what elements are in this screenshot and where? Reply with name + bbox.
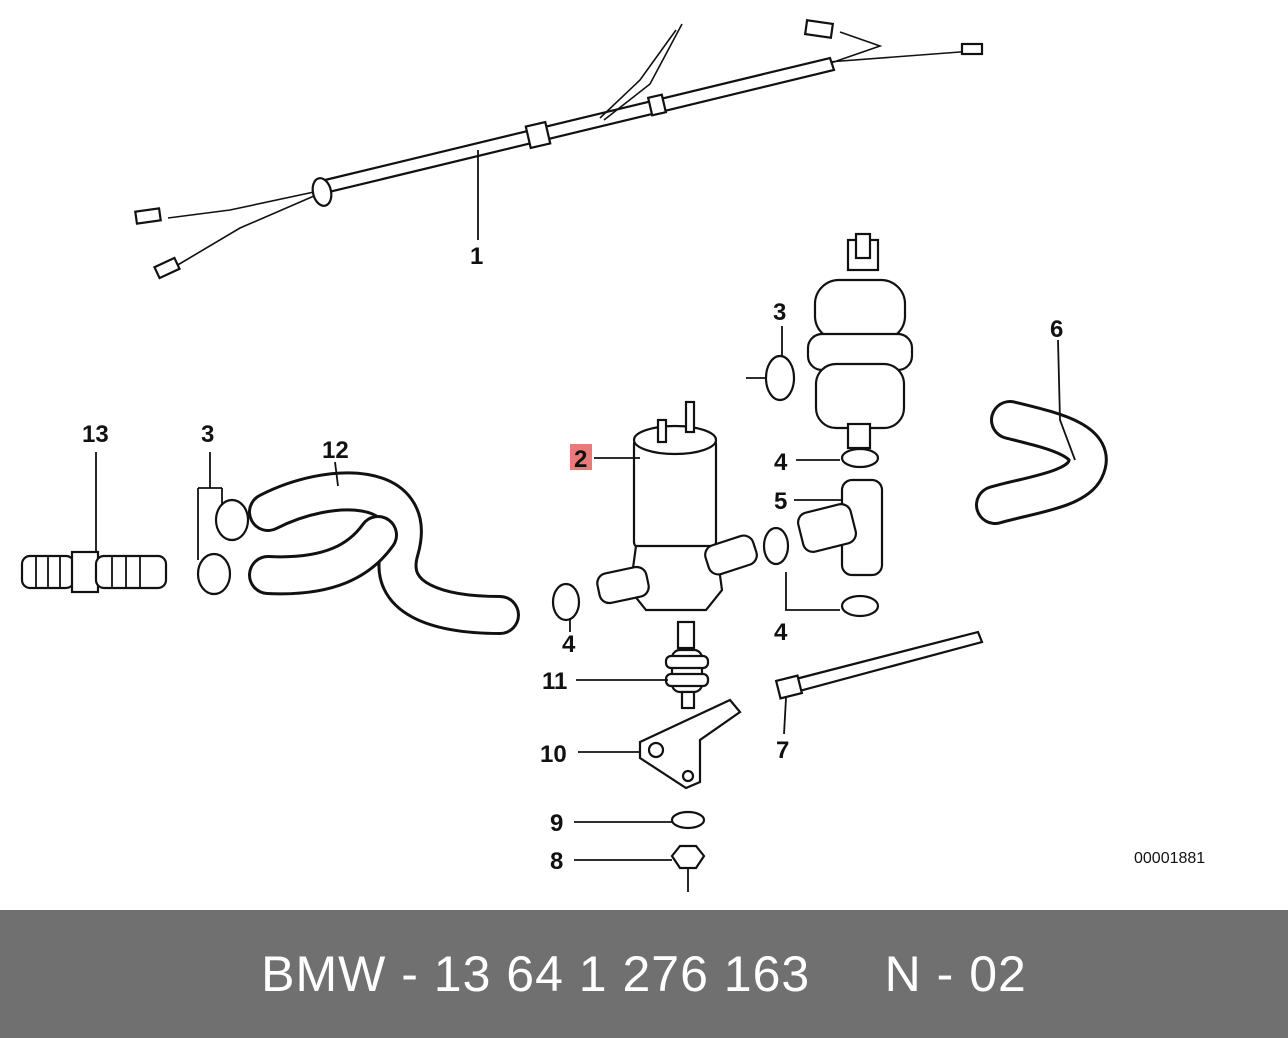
callout-4-bottom-right: 4 (774, 619, 788, 646)
callout-8: 8 (550, 848, 563, 875)
cable-tie (774, 630, 984, 735)
hose-fitting (20, 452, 168, 594)
callout-4-left: 4 (562, 631, 576, 658)
callout-5: 5 (774, 488, 787, 515)
callout-10: 10 (540, 741, 567, 768)
solenoid-valve (594, 400, 758, 650)
part-number-caption: BMW - 13 64 1 276 163 N - 02 (261, 946, 1027, 1002)
callout-3-right: 3 (773, 299, 786, 326)
tee-connector (551, 447, 884, 632)
callout-13: 13 (82, 421, 109, 448)
callout-2-highlight (570, 444, 592, 470)
callout-1: 1 (470, 243, 483, 270)
parts-diagram: 1 2 3 3 4 4 4 5 6 7 8 9 10 11 12 13 0000… (20, 19, 1205, 892)
callout-4-top: 4 (774, 449, 788, 476)
callout-11: 11 (542, 668, 567, 695)
callout-12: 12 (322, 437, 349, 464)
elbow-hose (975, 339, 1108, 525)
vacuum-hose (248, 461, 520, 635)
callout-9: 9 (550, 810, 563, 837)
filter-assembly (746, 232, 914, 450)
hose-clamp-left (196, 452, 250, 596)
wiring-harness (134, 19, 984, 280)
callout-6: 6 (1050, 316, 1063, 343)
callout-3-left: 3 (201, 421, 214, 448)
drawing-number: 00001881 (1134, 850, 1205, 867)
callout-2: 2 (574, 446, 587, 473)
mount-stack (574, 648, 742, 892)
callout-7: 7 (776, 737, 789, 764)
footer-bar: BMW - 13 64 1 276 163 N - 02 (0, 910, 1288, 1038)
